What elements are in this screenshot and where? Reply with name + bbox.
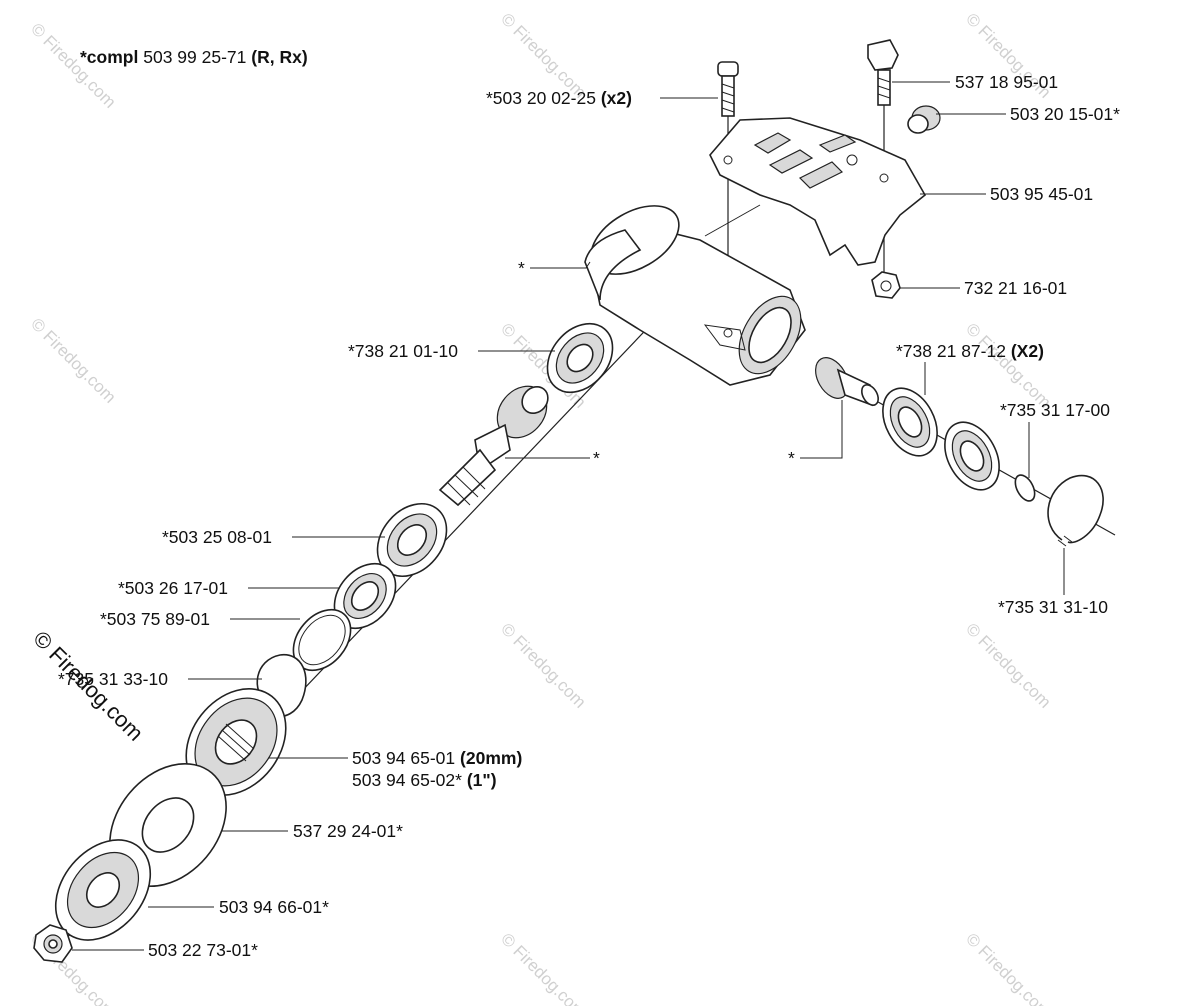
bearing-right-1-part <box>882 387 938 457</box>
part-label-503-20-02-25: *503 20 02-25 (x2) <box>486 88 632 108</box>
part-label-738-21-01-10: *738 21 01-10 <box>348 341 458 361</box>
part-label-503-95-45-01: 503 95 45-01 <box>990 184 1093 204</box>
part-label-shaft-star: * <box>593 448 600 468</box>
part-label-503-26-17-01: *503 26 17-01 <box>118 578 228 598</box>
compl-label: *compl 503 99 25-71 (R, Rx) <box>80 47 308 67</box>
part-label-503-22-73-01: 503 22 73-01* <box>148 940 258 960</box>
part-label-503-75-89-01: *503 75 89-01 <box>100 609 210 629</box>
watermark: © Firedog.com <box>962 619 1054 711</box>
part-label-503-25-08-01: *503 25 08-01 <box>162 527 272 547</box>
washer-part <box>292 608 352 672</box>
part-label-732-21-16-01: 732 21 16-01 <box>964 278 1067 298</box>
part-label-503-94-65-01: 503 94 65-01 (20mm) <box>352 748 522 768</box>
flange-part <box>54 839 152 941</box>
leader-lines <box>72 81 1065 951</box>
bearing-lower-part <box>376 502 448 578</box>
part-label-503-20-15-01: 503 20 15-01* <box>1010 104 1120 124</box>
circlip-right-part <box>1047 474 1104 547</box>
watermark: © Firedog.com <box>962 929 1054 1006</box>
watermark: © Firedog.com <box>497 619 589 711</box>
part-label-503-94-66-01: 503 94 66-01* <box>219 897 329 917</box>
bearing-right-2-part <box>944 421 1000 491</box>
seal-part <box>333 562 397 630</box>
gear-housing-part <box>584 204 806 386</box>
nut-part <box>871 271 901 299</box>
watermark: © Firedog.com <box>497 929 589 1006</box>
blade-nut-part <box>33 924 73 963</box>
watermark: © Firedog.com <box>962 319 1054 411</box>
part-label-735-31-17-00: *735 31 17-00 <box>1000 400 1110 420</box>
bolt-left-part <box>717 61 739 117</box>
part-label-537-29-24-01: 537 29 24-01* <box>293 821 403 841</box>
plug-part <box>907 105 941 134</box>
part-label-735-31-31-10: *735 31 31-10 <box>998 597 1108 617</box>
part-label-housing-star: * <box>518 258 525 278</box>
part-label-735-31-33-10: *735 31 33-10 <box>58 669 168 689</box>
cover-plate-part <box>709 117 927 266</box>
part-label-537-18-95-01: 537 18 95-01 <box>955 72 1058 92</box>
watermark: © Firedog.com <box>27 314 119 406</box>
bearing-top-part <box>546 322 614 394</box>
gear-shaft-part <box>438 385 549 507</box>
drive-disc-part <box>185 688 287 796</box>
pinion-gear-part <box>815 357 879 407</box>
small-ring-part <box>1014 474 1036 502</box>
part-label-503-94-65-02: 503 94 65-02* (1") <box>352 770 497 790</box>
part-label-738-21-87-12: *738 21 87-12 (X2) <box>896 341 1044 361</box>
bolt-right-part <box>867 39 899 106</box>
part-label-pinion-star: * <box>788 448 795 468</box>
